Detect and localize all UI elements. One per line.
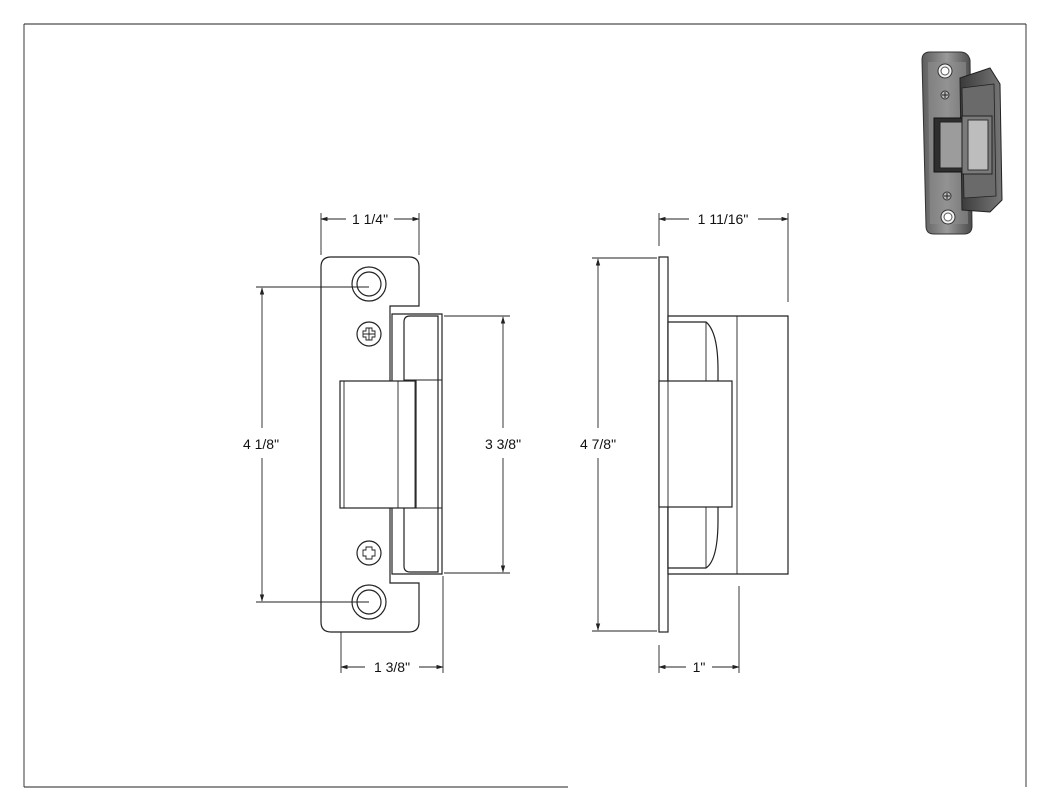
front-bottom-width-label: 1 3/8" bbox=[374, 659, 410, 675]
front-top-width-label: 1 1/4" bbox=[352, 211, 388, 227]
front-dimensions: 1 1/4" 4 1/8" 3 3/8" 1 3/8" bbox=[243, 211, 521, 675]
product-thumbnail bbox=[921, 51, 1003, 235]
side-view bbox=[658, 256, 789, 633]
side-dimensions: 1 11/16" 4 7/8" 1" bbox=[580, 211, 789, 675]
front-keeper-height-label: 3 3/8" bbox=[485, 436, 521, 452]
front-keeper-block bbox=[339, 380, 417, 509]
side-keeper-block bbox=[658, 380, 733, 508]
drawing-border bbox=[23, 23, 1027, 788]
front-hole-spacing-label: 4 1/8" bbox=[243, 436, 279, 452]
side-overall-height-label: 4 7/8" bbox=[580, 436, 616, 452]
front-top-hole bbox=[351, 266, 387, 302]
front-bottom-screw-icon bbox=[356, 540, 382, 566]
front-top-screw-icon bbox=[356, 321, 382, 347]
front-view bbox=[320, 256, 443, 633]
side-bottom-depth-label: 1" bbox=[693, 659, 706, 675]
side-depth-label: 1 11/16" bbox=[698, 211, 749, 227]
